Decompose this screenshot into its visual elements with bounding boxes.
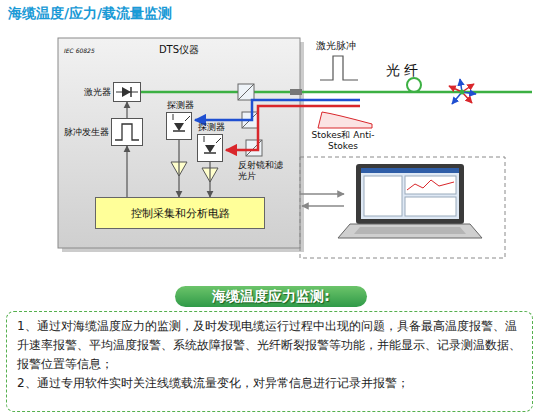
signal-connector	[126, 102, 127, 118]
component-label: 探测器	[198, 121, 225, 134]
pulse-generator-box: 脉冲发生器	[111, 118, 143, 146]
mirror-label: 反射镜和滤光片	[238, 160, 288, 183]
dashed-frame	[300, 157, 505, 258]
det-symbol	[167, 113, 191, 139]
scatter-symbol	[449, 79, 476, 104]
data-link	[300, 193, 344, 195]
det-symbol	[198, 135, 222, 161]
description-box: 1、通过对海缆温度应力的监测，及时发现电缆运行过程中出现的问题，具备最高温度报警…	[6, 311, 533, 412]
control-circuit-box: 控制采集和分析电路	[95, 197, 265, 229]
section-banner: 海缆温度应力监测:	[175, 286, 367, 307]
laser-box: 激光器	[113, 82, 141, 102]
detector-box: 探测器	[166, 112, 192, 140]
signal-connector	[209, 162, 210, 197]
laser-symbol	[114, 83, 140, 101]
backscatter-label: Stokes和 Anti-Stokes	[310, 130, 376, 153]
description-paragraph: 1、通过对海缆温度应力的监测，及时发现电缆运行过程中出现的问题，具备最高温度报警…	[17, 317, 522, 374]
pulse-symbol	[112, 119, 142, 145]
pulse-label: 激光脉冲	[316, 40, 356, 53]
box-label: 控制采集和分析电路	[131, 206, 230, 221]
description-paragraph: 2、通过专用软件实时关注线缆载流量变化，对异常信息进行记录并报警；	[17, 374, 522, 393]
instrument-panel	[58, 38, 300, 248]
stokes-curve	[318, 112, 372, 128]
detector-box: 探测器	[197, 134, 223, 162]
banner-text: 海缆温度应力监测:	[212, 288, 330, 306]
fiber-coil	[407, 78, 421, 92]
banner-shape	[175, 286, 367, 307]
signal-connector	[178, 140, 179, 197]
component-label: 探测器	[167, 99, 194, 112]
instrument-box: DTS仪器激光器脉冲发生器探测器探测器控制采集和分析电路	[58, 38, 300, 248]
pulse-symbol	[320, 56, 358, 80]
laptop-illustration	[338, 164, 482, 238]
component-label: 脉冲发生器	[64, 126, 109, 139]
fiber-connector	[290, 89, 302, 95]
standard-mark: IEC 60825	[64, 47, 95, 55]
signal-connector	[126, 146, 127, 197]
fiber-label: 光 纤	[386, 62, 418, 80]
data-link	[302, 205, 344, 207]
page-title: 海缆温度/应力/载流量监测	[8, 5, 172, 23]
optical-fiber	[141, 91, 532, 94]
component-label: 激光器	[84, 86, 111, 99]
